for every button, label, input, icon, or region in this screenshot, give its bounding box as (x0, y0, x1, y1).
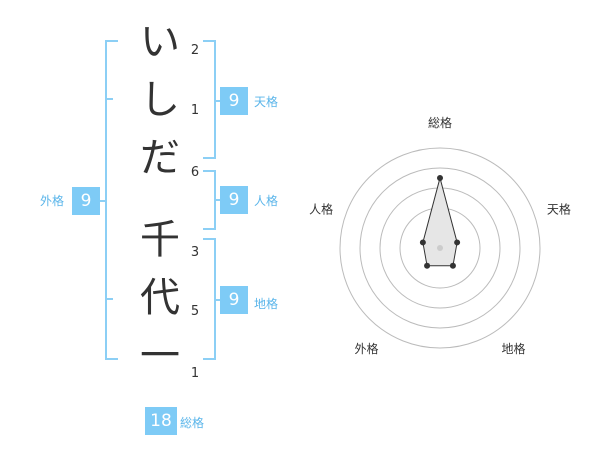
radar-point-5 (419, 239, 426, 246)
jinkaku-label: 人格 (254, 194, 279, 208)
chikaku-label: 地格 (254, 297, 279, 311)
gaikaku-connector (98, 200, 106, 202)
gaikaku-bracket-tick (105, 98, 113, 100)
radar-point-4 (424, 262, 431, 269)
gaikaku-bracket-tick (105, 298, 113, 300)
name-char-3: だ (140, 135, 180, 181)
stroke-count-6: 1 (190, 366, 200, 381)
chikaku-connector (214, 299, 222, 301)
name-char-4: 千 (140, 217, 180, 263)
soukaku-value-box: 18 (145, 407, 177, 435)
radar-ring-1 (339, 147, 541, 349)
radar-point-3 (449, 262, 456, 269)
tenkaku-label: 天格 (254, 95, 279, 109)
stroke-count-1: 2 (190, 43, 200, 58)
gaikaku-label: 外格 (40, 194, 65, 208)
radar-axis-label-4: 外格 (355, 341, 379, 356)
jinkaku-connector (214, 199, 222, 201)
radar-center (437, 245, 443, 251)
radar-polygon (422, 176, 458, 267)
jinkaku-value-box: 9 (220, 186, 248, 214)
stroke-count-4: 3 (190, 245, 200, 260)
gaikaku-bracket (105, 40, 118, 360)
tenkaku-connector (214, 100, 222, 102)
gaikaku-value-box: 9 (72, 187, 100, 215)
name-char-2: し (140, 77, 180, 123)
radar-axis-label-3: 地格 (501, 341, 525, 356)
stroke-count-3: 6 (190, 165, 200, 180)
radar-ring-2 (359, 167, 521, 329)
chikaku-value-box: 9 (220, 286, 248, 314)
name-char-5: 代 (140, 275, 180, 321)
radar-point-1 (437, 175, 443, 181)
radar-point-2 (454, 239, 461, 246)
tenkaku-bracket (203, 40, 216, 159)
radar-axis-label-2: 天格 (547, 201, 571, 216)
radar-axis-label-1: 総格 (428, 115, 452, 130)
name-char-1: い (140, 19, 180, 65)
soukaku-label: 総格 (180, 416, 205, 430)
stroke-count-2: 1 (190, 103, 200, 118)
radar-axis-label-5: 人格 (309, 201, 333, 216)
tenkaku-value-box: 9 (220, 87, 248, 115)
name-char-6: 一 (140, 333, 180, 379)
stroke-count-5: 5 (190, 304, 200, 319)
